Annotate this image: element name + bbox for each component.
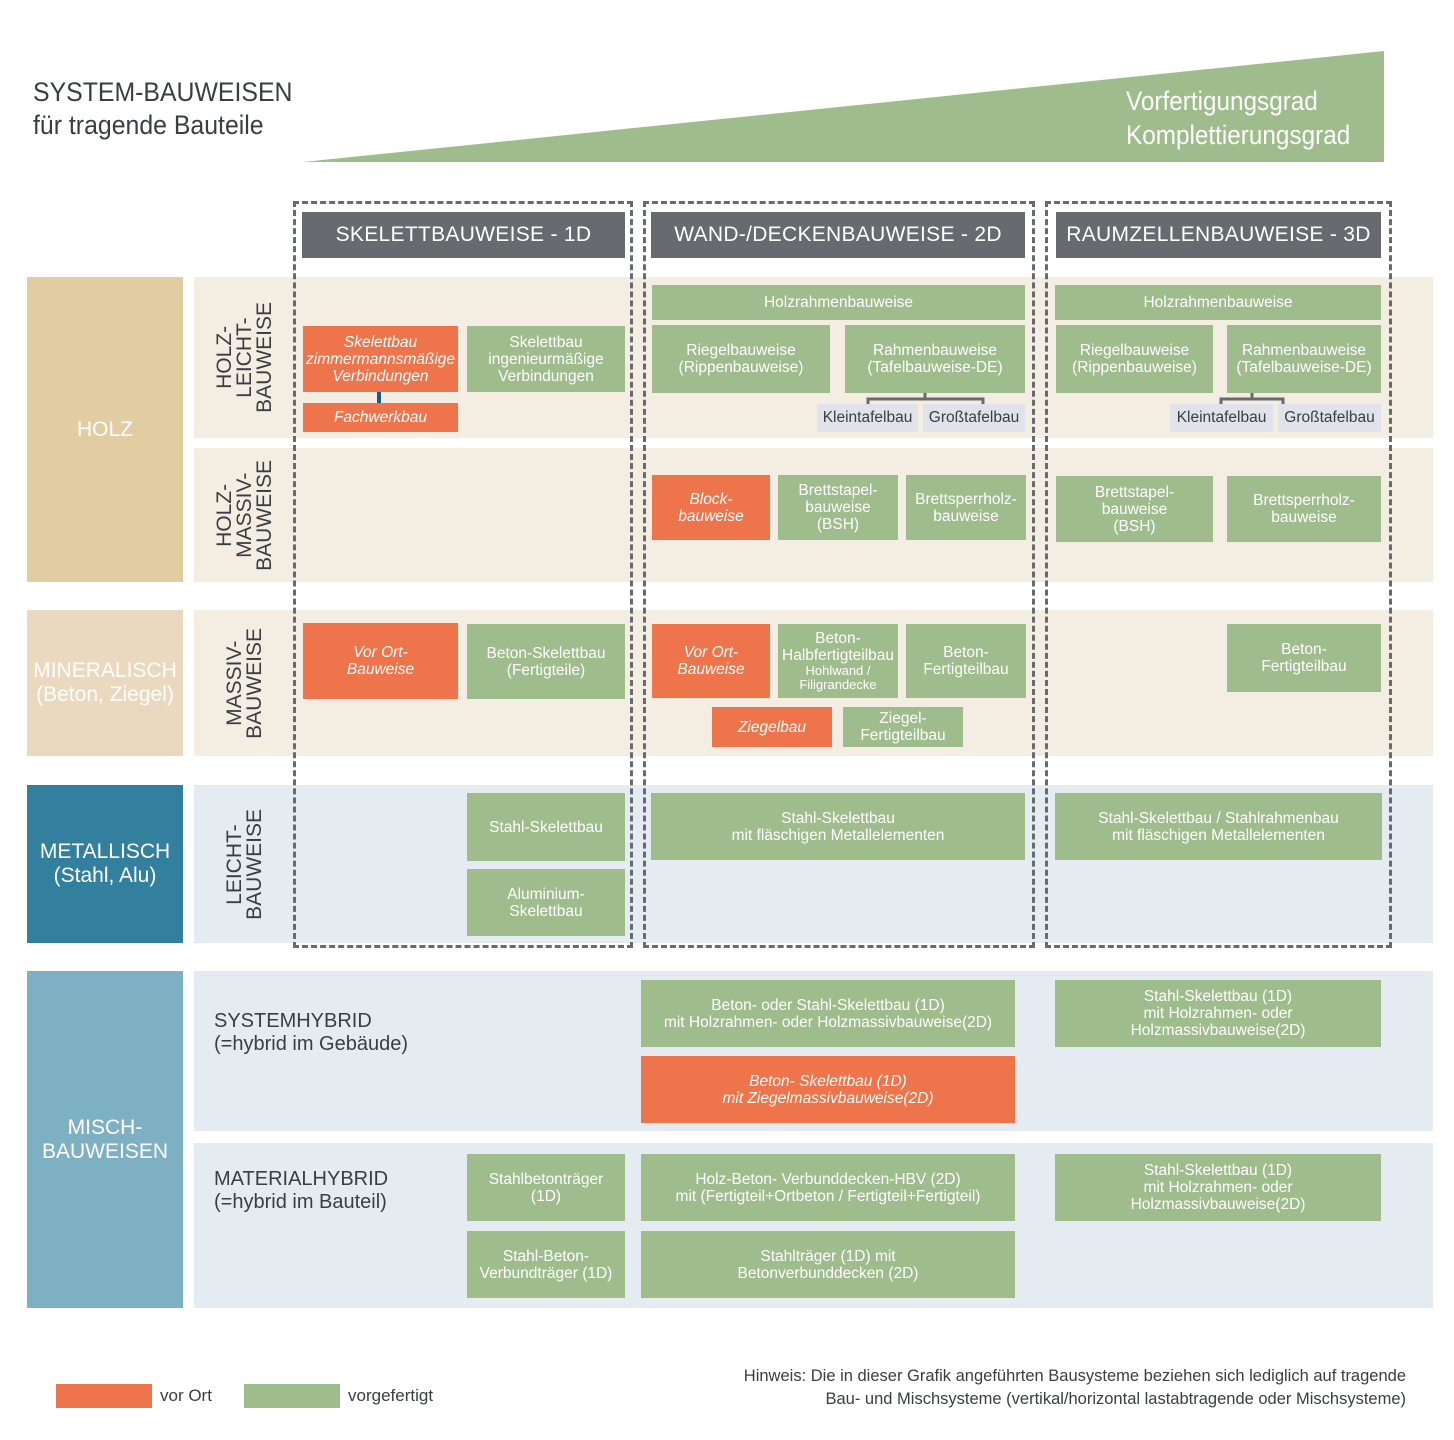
box-grosstafelbau-3d: Großtafelbau	[1278, 404, 1381, 432]
box-systemhybrid-beton-stahl: Beton- oder Stahl-Skelettbau (1D) mit Ho…	[641, 980, 1015, 1047]
tree-connector-2d	[866, 393, 985, 407]
footnote: Hinweis: Die in dieser Grafik angeführte…	[743, 1367, 1406, 1408]
wedge-label-line-2: Komplettierungsgrad	[1126, 120, 1351, 150]
column-header-2d: WAND-/DECKENBAUWEISE - 2D	[651, 212, 1025, 258]
prefabrication-wedge	[303, 51, 1384, 162]
material-misch: MISCH- BAUWEISEN	[27, 971, 183, 1308]
box-beton-fertigteilbau-2d: Beton- Fertigteilbau	[906, 624, 1026, 698]
box-skelettbau-ingenieurmaessig: Skelettbau ingenieurmäßige Verbindungen	[467, 326, 625, 392]
box-vor-ort-bauweise-1d: Vor Ort- Bauweise	[303, 623, 458, 699]
box-holzrahmenbauweise-3d: Holzrahmenbauweise	[1055, 285, 1381, 320]
box-beton-halbfertigteilbau: Beton- Halbfertigteilbau Hohlwand / Fili…	[778, 624, 898, 698]
material-metallisch: METALLISCH (Stahl, Alu)	[27, 785, 183, 943]
material-mineralisch: MINERALISCH (Beton, Ziegel)	[27, 610, 183, 756]
box-riegelbauweise-3d: Riegelbauweise (Rippenbauweise)	[1056, 325, 1213, 393]
box-systemhybrid-stahl-3d: Stahl-Skelettbau (1D) mit Holzrahmen- od…	[1055, 980, 1381, 1047]
box-ziegelbau: Ziegelbau	[712, 707, 832, 747]
box-blockbauweise: Block- bauweise	[652, 475, 770, 540]
box-brettsperrholzbauweise-2d: Brettsperrholz- bauweise	[906, 475, 1026, 540]
diagram-title: SYSTEM-BAUWEISEN für tragende Bauteile	[33, 76, 292, 142]
material-misch-label: MISCH- BAUWEISEN	[41, 1115, 169, 1163]
box-rahmenbauweise-3d: Rahmenbauweise (Tafelbauweise-DE)	[1227, 325, 1381, 393]
box-stahl-skelettbau-3d: Stahl-Skelettbau / Stahlrahmenbau mit fl…	[1055, 793, 1382, 860]
box-brettstapelbauweise-2d: Brettstapel- bauweise (BSH)	[778, 475, 898, 540]
material-metallisch-label: METALLISCH (Stahl, Alu)	[39, 840, 171, 887]
box-holzrahmenbauweise-2d: Holzrahmenbauweise	[652, 285, 1025, 320]
title-line-1: SYSTEM-BAUWEISEN	[33, 77, 293, 107]
box-brettstapelbauweise-3d: Brettstapel- bauweise (BSH)	[1056, 476, 1213, 542]
box-stahl-beton-verbundtraeger: Stahl-Beton- Verbundträger (1D)	[467, 1231, 625, 1298]
box-brettsperrholzbauweise-3d: Brettsperrholz- bauweise	[1227, 476, 1381, 542]
wedge-label: Vorfertigungsgrad Komplettierungsgrad	[1126, 84, 1350, 152]
row-label-leicht: LEICHT- BAUWEISE	[215, 785, 275, 943]
box-grosstafelbau-2d: Großtafelbau	[923, 404, 1025, 432]
row-label-holz-leicht: HOLZ- LEICHT- BAUWEISE	[205, 277, 285, 438]
material-holz: HOLZ	[27, 277, 183, 582]
material-holz-label: HOLZ	[76, 417, 133, 441]
connector-line	[377, 392, 381, 404]
box-beton-fertigteilbau-3d: Beton- Fertigteilbau	[1227, 624, 1381, 692]
column-header-3d: RAUMZELLENBAUWEISE - 3D	[1056, 212, 1381, 258]
box-beton-skelettbau-fertigteile: Beton-Skelettbau (Fertigteile)	[467, 624, 625, 699]
tree-connector-3d	[1219, 393, 1285, 407]
halbfertigteilbau-title: Beton- Halbfertigteilbau	[782, 630, 895, 664]
legend-swatch-vor-ort	[56, 1384, 152, 1408]
title-line-2: für tragende Bauteile	[33, 110, 264, 140]
material-mineralisch-label: MINERALISCH (Beton, Ziegel)	[33, 659, 177, 706]
row-label-holz-massiv: HOLZ- MASSIV- BAUWEISE	[205, 448, 285, 582]
row-label-massiv-text: MASSIV- BAUWEISE	[223, 627, 266, 739]
box-materialhybrid-stahl-3d: Stahl-Skelettbau (1D) mit Holzrahmen- od…	[1055, 1154, 1381, 1221]
box-stahl-skelettbau-1d: Stahl-Skelettbau	[467, 793, 625, 861]
box-fachwerkbau: Fachwerkbau	[303, 403, 458, 432]
legend-swatch-vorgefertigt	[244, 1384, 340, 1408]
box-kleintafelbau-3d: Kleintafelbau	[1170, 404, 1273, 432]
box-kleintafelbau-2d: Kleintafelbau	[817, 404, 918, 432]
box-ziegel-fertigteilbau: Ziegel- Fertigteilbau	[843, 707, 963, 747]
box-aluminium-skelettbau: Aluminium- Skelettbau	[467, 869, 625, 936]
legend-label-vor-ort: vor Ort	[160, 1386, 212, 1405]
row-label-leicht-text: LEICHT- BAUWEISE	[223, 808, 266, 920]
box-stahlbetontraeger: Stahlbetonträger (1D)	[467, 1154, 625, 1221]
box-stahltraeger-betonverbunddecken: Stahlträger (1D) mit Betonverbunddecken …	[641, 1231, 1015, 1298]
column-header-1d: SKELETTBAUWEISE - 1D	[302, 212, 625, 258]
box-vor-ort-bauweise-2d: Vor Ort- Bauweise	[652, 624, 770, 698]
halbfertigteilbau-subtitle: Hohlwand / Filigrandecke	[799, 663, 877, 692]
wedge-label-line-1: Vorfertigungsgrad	[1126, 86, 1318, 116]
wedge-shape	[303, 51, 1384, 162]
row-label-holz-leicht-text: HOLZ- LEICHT- BAUWEISE	[213, 302, 276, 413]
row-label-systemhybrid: SYSTEMHYBRID (=hybrid im Gebäude)	[214, 1010, 408, 1055]
box-skelettbau-zimmermannsmaessig: Skelettbau zimmermannsmäßige Verbindunge…	[303, 326, 458, 392]
row-label-holz-massiv-text: HOLZ- MASSIV- BAUWEISE	[213, 459, 276, 571]
row-label-materialhybrid: MATERIALHYBRID (=hybrid im Bauteil)	[214, 1168, 389, 1213]
box-rahmenbauweise-2d: Rahmenbauweise (Tafelbauweise-DE)	[845, 325, 1025, 393]
box-riegelbauweise-2d: Riegelbauweise (Rippenbauweise)	[652, 325, 830, 393]
row-label-massiv: MASSIV- BAUWEISE	[215, 610, 275, 756]
box-systemhybrid-ziegel: Beton- Skelettbau (1D) mit Ziegelmassivb…	[641, 1056, 1015, 1123]
box-holz-beton-verbunddecken: Holz-Beton- Verbunddecken-HBV (2D) mit (…	[641, 1154, 1015, 1221]
box-stahl-skelettbau-2d: Stahl-Skelettbau mit fläschigen Metallel…	[651, 793, 1025, 860]
legend-label-vorgefertigt: vorgefertigt	[348, 1386, 434, 1405]
